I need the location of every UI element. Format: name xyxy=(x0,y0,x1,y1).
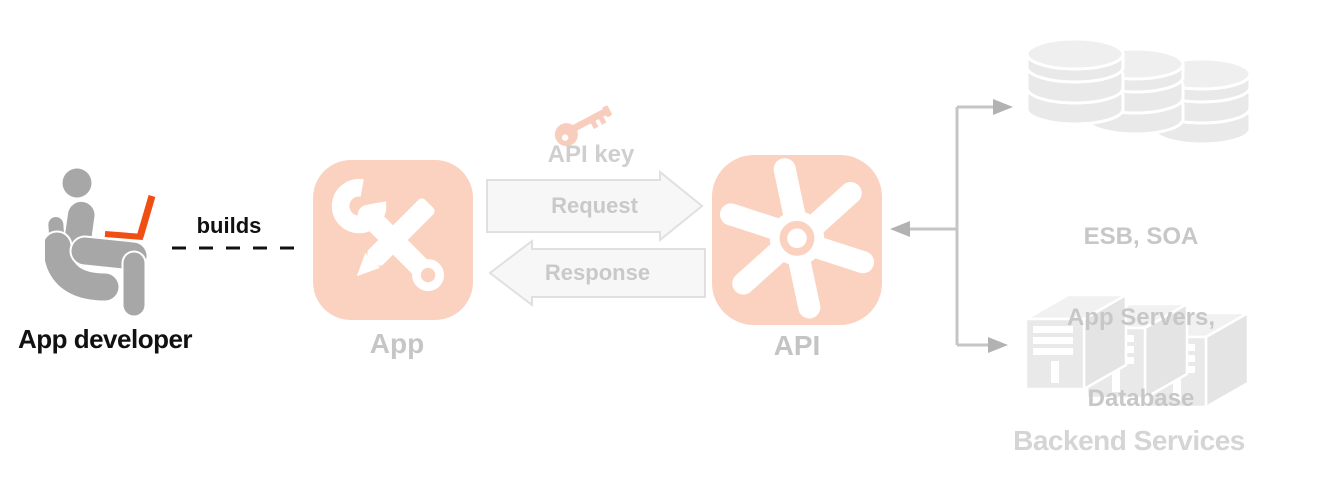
backend-services-label: Backend Services xyxy=(1013,425,1245,456)
app-icon xyxy=(313,160,473,320)
backend-top-line2: App Servers, xyxy=(1066,304,1216,331)
backend-branch-lines xyxy=(910,105,993,347)
database-stacks-icon xyxy=(1025,38,1252,146)
builds-label: builds xyxy=(196,213,262,238)
person-head xyxy=(62,168,92,198)
backend-top-line3: Database xyxy=(1087,385,1195,412)
backend-top-line1: ESB, SOA xyxy=(1083,223,1199,250)
response-arrow xyxy=(488,238,706,308)
arrowhead-to-databases-icon xyxy=(993,99,1013,115)
response-label: Response xyxy=(544,260,651,285)
wrench-and-pencil-icon xyxy=(331,178,445,292)
request-label: Request xyxy=(551,193,638,218)
request-arrow xyxy=(486,169,704,243)
api-label: API xyxy=(773,330,821,361)
api-icon xyxy=(712,155,882,325)
chair-seat xyxy=(45,230,121,303)
app-label: App xyxy=(369,328,425,359)
server-towers-icon xyxy=(1023,292,1253,408)
arrowhead-to-api-icon xyxy=(890,221,910,237)
backend-top-label: ESB, SOA App Servers, Database xyxy=(1036,169,1246,466)
app-developer-label: App developer xyxy=(17,324,193,354)
gear-asterisk-icon xyxy=(719,158,875,319)
arrowhead-to-servers-icon xyxy=(988,337,1008,353)
pencil-icon xyxy=(356,198,435,277)
seated-person-with-laptop-icon xyxy=(45,168,156,318)
key-icon xyxy=(554,105,612,147)
laptop-icon xyxy=(104,195,156,240)
api-key-label: API key xyxy=(547,141,635,168)
